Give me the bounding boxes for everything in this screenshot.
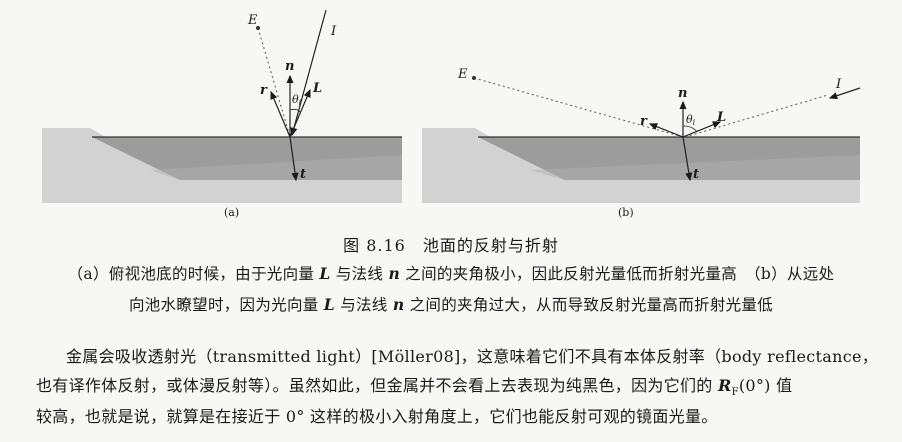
eye-point-a <box>256 26 260 30</box>
eye-point-b <box>472 76 476 80</box>
figure-caption-title: 图 8.16 池面的反射与折射 <box>343 236 559 255</box>
body-paragraph-line-3: 较高，也就是说，就算是在接近于 0° 这样的极小入射角度上，它们也能反射可观的镜… <box>36 407 718 426</box>
label-n-a: n <box>285 59 294 74</box>
figure-caption-line-2: 向池水瞭望时，因为光向量 L 与法线 n 之间的夹角过大，从而导致反射光量高而折… <box>128 295 774 314</box>
label-I-b: I <box>835 77 842 92</box>
incident-ray-a <box>290 9 327 137</box>
panel-b-label: (b) <box>618 206 634 219</box>
pool-bank-b <box>422 128 860 203</box>
label-theta-b: θi <box>686 113 696 127</box>
panel-a: E I n r L θi t (a) <box>42 9 402 219</box>
transmitted-ray-b <box>682 136 693 182</box>
figure-8-16: E I n r L θi t (a) <box>42 9 861 219</box>
label-E-a: E <box>247 13 258 28</box>
reflected-ray-a <box>270 90 291 138</box>
figure-caption-line-1: （a）俯视池底的时候，由于光向量 L 与法线 n 之间的夹角极小，因此反射光量低… <box>67 264 835 283</box>
label-theta-a: θi <box>292 93 302 107</box>
incident-ray-b <box>828 87 861 100</box>
pool-bank-a <box>42 128 402 203</box>
reflected-ray-b <box>648 123 684 138</box>
body-paragraph-line-2: 也有译作体反射，或体漫反射等）。虽然如此，但金属并不会看上去表现为纯黑色，因为它… <box>36 376 793 399</box>
panel-b: E I n r L θi t (b) <box>422 67 861 219</box>
label-r-a: r <box>260 83 268 98</box>
light-vector-a <box>289 88 311 138</box>
label-L-b: L <box>716 110 726 125</box>
body-paragraph-line-1: 金属会吸收透射光（transmitted light）[Möller08]，这意… <box>66 347 879 366</box>
panel-a-label: (a) <box>224 206 239 219</box>
figure-svg: E I n r L θi t (a) <box>42 9 861 219</box>
label-I-a: I <box>330 24 337 39</box>
label-n-b: n <box>678 86 687 101</box>
label-t-a: t <box>300 167 306 182</box>
label-t-b: t <box>693 167 699 182</box>
transmitted-ray-a <box>289 136 299 182</box>
label-L-a: L <box>312 81 322 96</box>
label-r-b: r <box>640 114 648 129</box>
light-vector-b <box>682 121 722 138</box>
label-E-b: E <box>457 67 468 82</box>
